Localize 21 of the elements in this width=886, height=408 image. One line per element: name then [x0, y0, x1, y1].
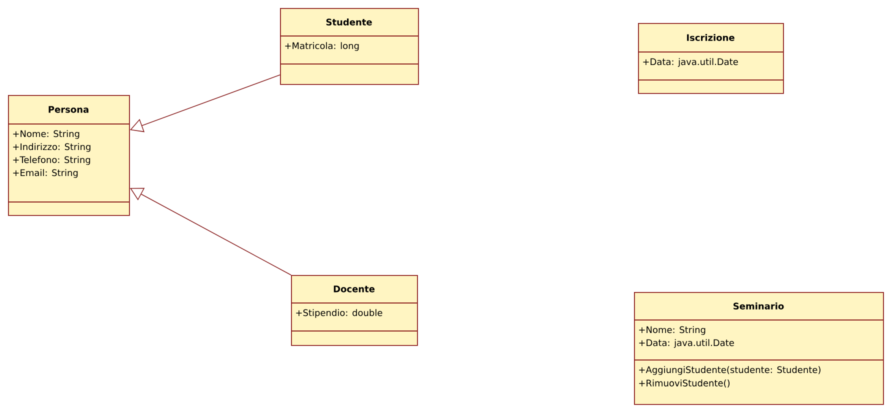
attribute: +Indirizzo: String [13, 143, 90, 152]
class-box [638, 23, 784, 94]
class-box [8, 95, 130, 216]
class-name: Iscrizione [687, 34, 734, 41]
attribute: +Nome: String [639, 326, 706, 335]
attribute: +Matricola: long [285, 42, 359, 51]
class-name: Persona [48, 106, 88, 113]
class-box [280, 8, 419, 85]
attribute: +Telefono: String [13, 156, 90, 165]
operation: +AggiungiStudente(studente: Studente) [639, 366, 820, 375]
attribute: +Stipendio: double [296, 309, 382, 318]
operation: +RimuoviStudente() [639, 380, 730, 388]
class-name: Seminario [734, 302, 784, 310]
attribute: +Data: java.util.Date [643, 58, 738, 67]
attribute: +Nome: String [13, 130, 80, 139]
class-name: Studente [326, 18, 372, 26]
class-box [290, 275, 418, 346]
attribute: +Data: java.util.Date [639, 339, 734, 348]
class-name: Docente [334, 286, 375, 292]
class-box [634, 292, 884, 405]
attribute: +Email: String [13, 169, 78, 178]
